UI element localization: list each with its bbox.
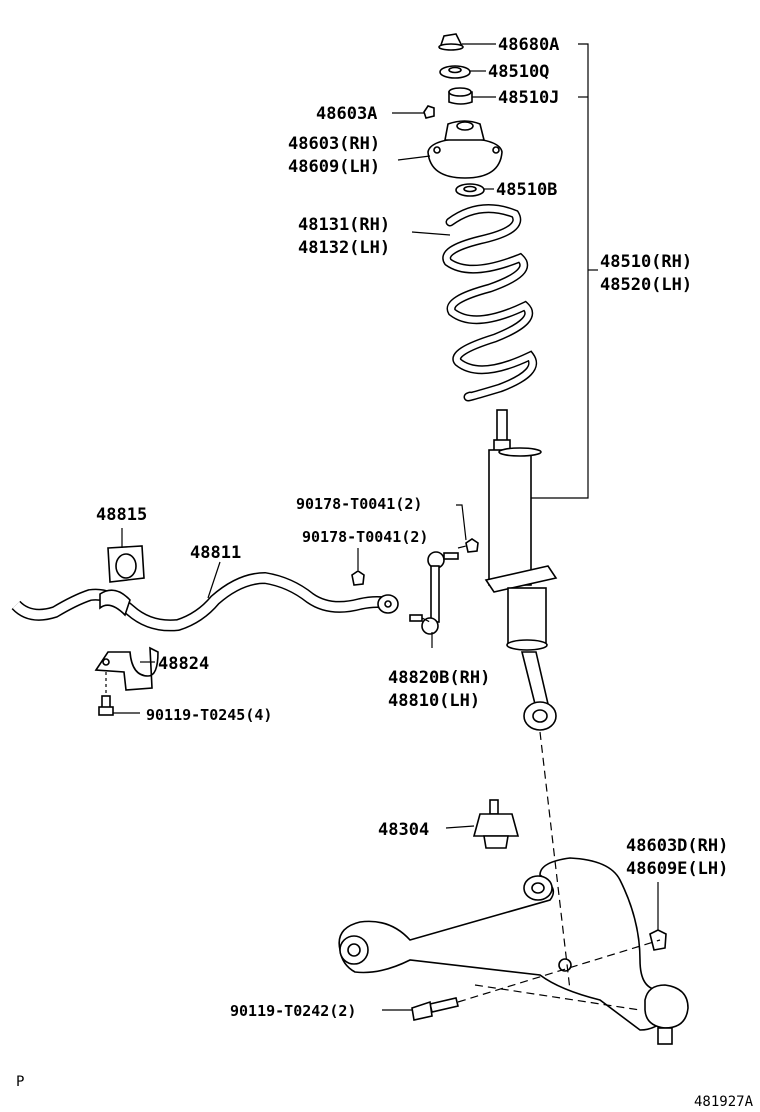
support-48603 bbox=[427, 120, 503, 179]
bolt-90119-T0245 bbox=[98, 672, 114, 716]
nut-90178-a bbox=[465, 538, 479, 553]
label-48520LH: 48520(LH) bbox=[600, 275, 692, 295]
label-48510B: 48510B bbox=[496, 180, 557, 200]
label-90178-b: 90178-T0041(2) bbox=[302, 528, 428, 546]
label-48603D: 48603D(RH) bbox=[626, 836, 728, 856]
bolt-90119-T0242 bbox=[411, 997, 459, 1021]
nut-48603A bbox=[423, 105, 435, 119]
label-48824: 48824 bbox=[158, 654, 209, 674]
shock-absorber-48510 bbox=[484, 409, 558, 731]
nut-90178-b bbox=[351, 570, 365, 586]
label-48304: 48304 bbox=[378, 820, 429, 840]
bump-stopper-48304 bbox=[472, 799, 520, 849]
dash-nut-90178a bbox=[457, 545, 467, 549]
label-48810: 48810(LH) bbox=[388, 691, 480, 711]
insulator-48510B bbox=[455, 183, 485, 197]
label-48603RH: 48603(RH) bbox=[288, 134, 380, 154]
bushing-48510J bbox=[448, 87, 473, 105]
dash-arm-cross bbox=[474, 984, 641, 1011]
label-48510Q: 48510Q bbox=[488, 62, 549, 82]
label-48510J: 48510J bbox=[498, 88, 559, 108]
washer-48510Q bbox=[439, 65, 471, 79]
label-48131RH: 48131(RH) bbox=[298, 215, 390, 235]
dash-shock-to-arm bbox=[539, 731, 571, 991]
label-48815: 48815 bbox=[96, 505, 147, 525]
leader-lines bbox=[113, 43, 659, 1011]
lower-arm bbox=[338, 857, 689, 1045]
label-48132LH: 48132(LH) bbox=[298, 238, 390, 258]
label-90119-T0245: 90119-T0245(4) bbox=[146, 706, 272, 724]
dash-bolt-to-arm bbox=[457, 939, 661, 1003]
coil-spring-48131 bbox=[442, 204, 538, 402]
label-48609LH: 48609(LH) bbox=[288, 157, 380, 177]
label-48820B: 48820B(RH) bbox=[388, 668, 490, 688]
label-90178-a: 90178-T0041(2) bbox=[296, 495, 422, 513]
label-90119-T0242: 90119-T0242(2) bbox=[230, 1002, 356, 1020]
bound-nut-48680A bbox=[438, 33, 464, 51]
bracket-48824 bbox=[94, 646, 159, 691]
label-48609E: 48609E(LH) bbox=[626, 859, 728, 879]
bushing-48815 bbox=[107, 545, 145, 583]
stabilizer-bar-48811 bbox=[11, 571, 399, 632]
label-48680A: 48680A bbox=[498, 35, 559, 55]
stabilizer-link-48820B bbox=[409, 551, 459, 635]
corner-code-left: P bbox=[16, 1074, 24, 1090]
dash-link-lower bbox=[421, 617, 431, 623]
illustration-number: 481927A bbox=[694, 1094, 754, 1110]
label-48603A: 48603A bbox=[316, 104, 377, 124]
label-48811: 48811 bbox=[190, 543, 241, 563]
label-48510RH: 48510(RH) bbox=[600, 252, 692, 272]
